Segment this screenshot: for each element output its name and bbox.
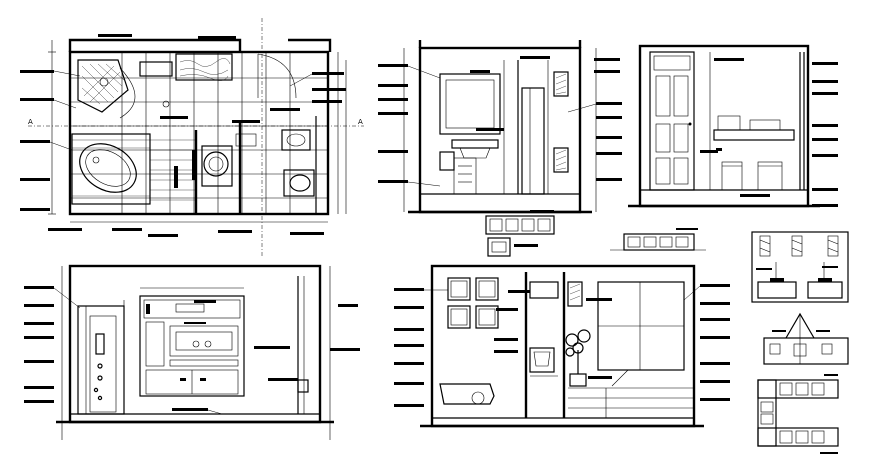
detail-strip-1 [485, 210, 555, 257]
elevation-c-callout-tags [24, 286, 360, 415]
construction-details [751, 231, 849, 454]
detail-strip-2 [610, 228, 706, 251]
bathroom-floor-plan: A A [20, 18, 364, 256]
svg-text:A: A [358, 118, 363, 126]
section-b-callout-tags [700, 58, 838, 207]
plan-callout-tags [20, 34, 346, 237]
svg-text:A: A [28, 118, 33, 126]
bathroom-section-a [378, 40, 622, 214]
bathroom-elevation-d [394, 264, 730, 428]
elevation-d-callout-tags [394, 284, 730, 407]
bathroom-section-b [628, 44, 838, 208]
bathroom-elevation-c [24, 264, 360, 440]
section-a-callout-tags [378, 56, 622, 187]
